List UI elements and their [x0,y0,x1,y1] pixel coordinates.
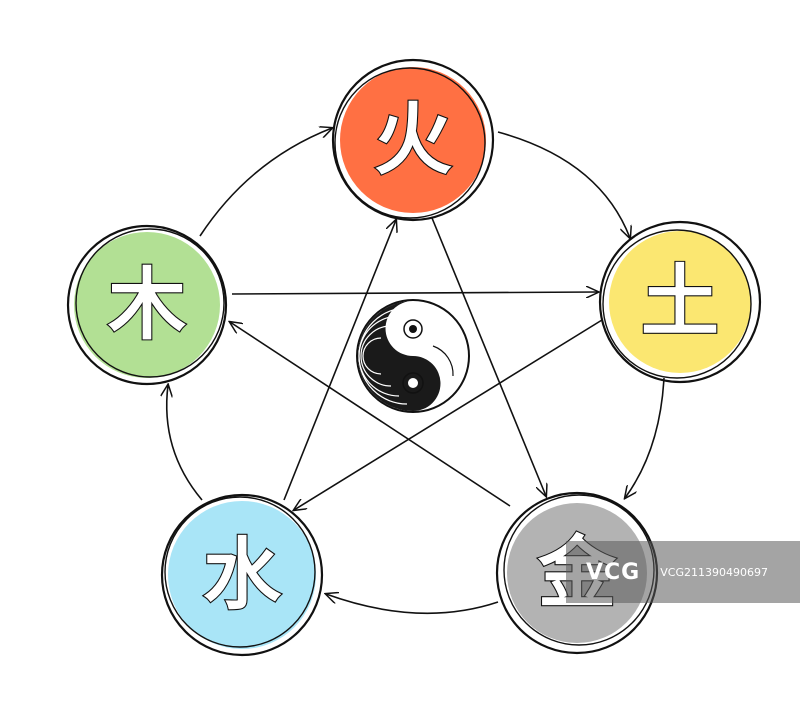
earth-circle-fill [609,231,751,373]
yin-yang-icon [356,299,470,413]
wood-circle-fill [74,232,220,378]
arrow-metal-to-wood [230,322,511,507]
arrow-water-to-wood [167,385,203,501]
arrow-earth-to-metal [625,377,665,498]
arrow-metal-to-water [326,594,499,615]
watermark-id: VCG211390490697 [660,565,768,579]
arrow-wood-to-earth [231,292,598,294]
arrow-fire-to-earth [497,131,630,238]
fire-circle-fill [340,67,486,213]
arrow-earth-to-water [294,319,603,510]
generating-cycle-arrows [167,128,665,615]
fire-glyph: 火 [374,95,452,186]
earth-glyph: 土 [641,257,719,348]
wood-glyph: 木 [108,260,186,351]
arrow-fire-to-metal [431,217,546,496]
arrow-water-to-fire [283,220,396,501]
node-water: 水 [160,493,324,657]
water-circle-fill [168,501,316,649]
node-fire: 火 [331,58,495,222]
watermark: VCG VCG211390490697 [566,541,800,603]
node-wood: 木 [66,224,228,386]
watermark-logo: VCG [586,559,641,585]
overcoming-cycle-arrows [230,217,603,510]
arrow-wood-to-fire [199,128,332,237]
node-earth: 土 [598,220,762,384]
water-glyph: 水 [203,530,282,621]
